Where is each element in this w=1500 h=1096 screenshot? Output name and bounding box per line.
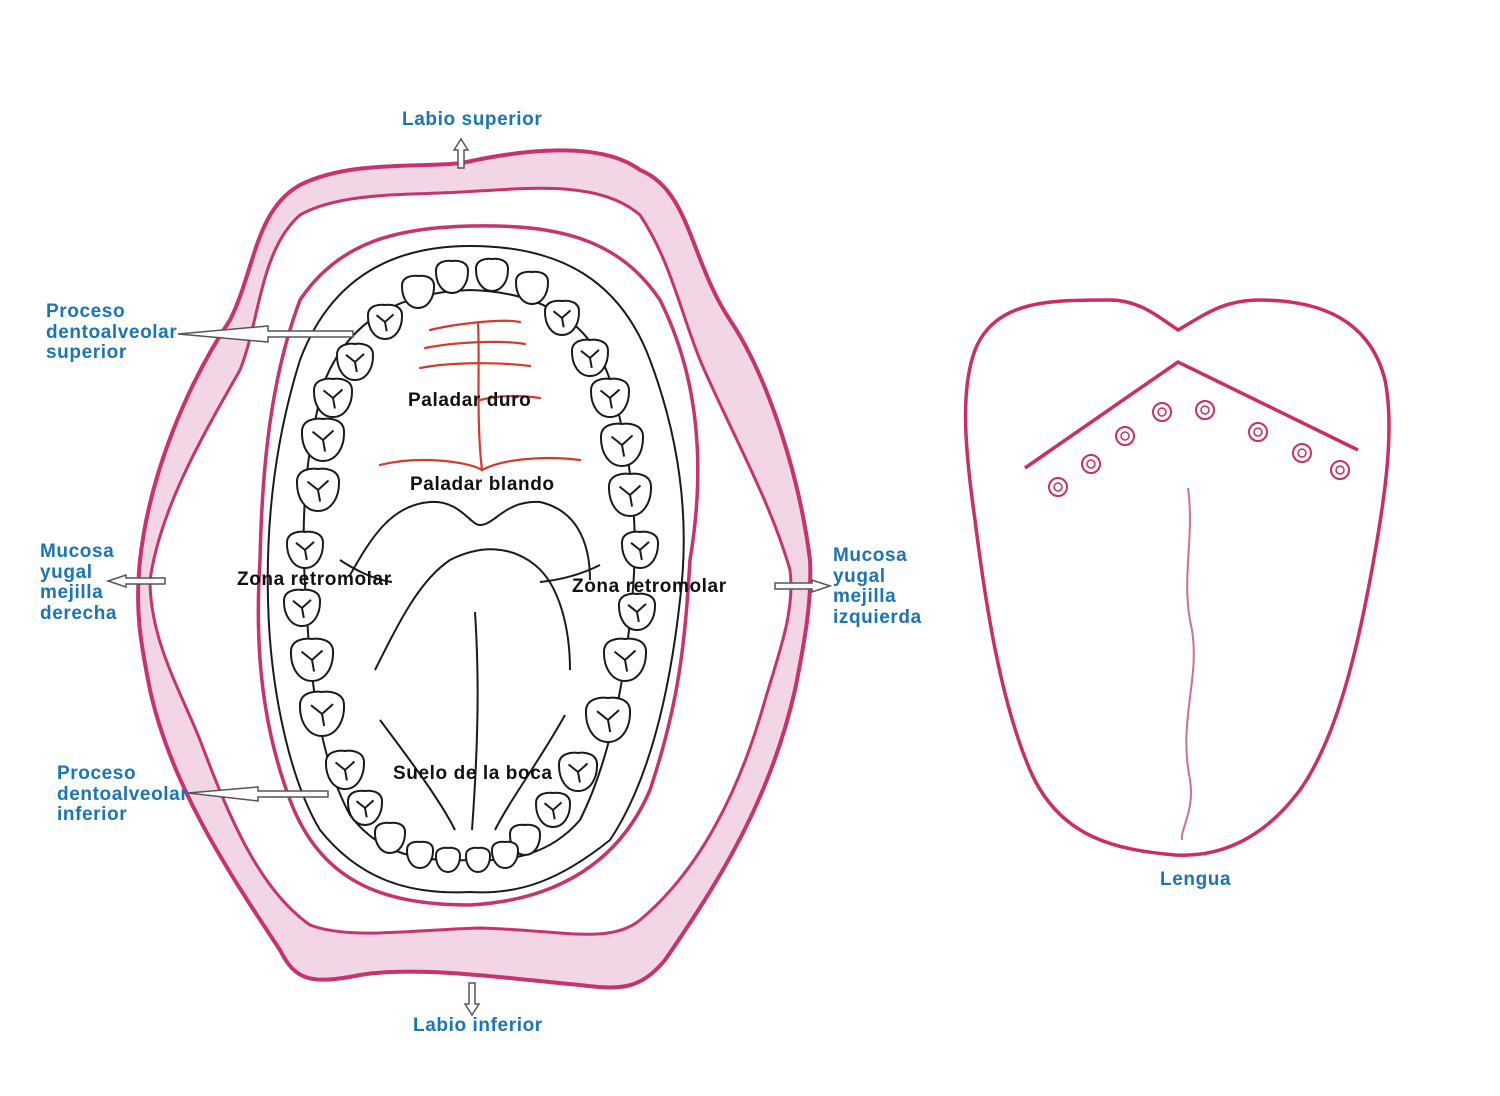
tongue-outline <box>963 298 1391 857</box>
label-lengua: Lengua <box>1160 869 1232 890</box>
label-paladar-duro: Paladar duro <box>408 390 532 411</box>
ruga-3 <box>418 362 532 370</box>
arrow-mucosa-izquierda <box>774 578 833 594</box>
tooth <box>400 274 436 310</box>
tooth-fissure <box>300 649 324 672</box>
label-labio-superior: Labio superior <box>402 109 543 130</box>
papilla-ring <box>1081 454 1101 474</box>
papilla-center <box>1253 427 1263 437</box>
frenulum-left <box>379 719 456 831</box>
tooth-fissure <box>310 703 334 727</box>
papillae-group <box>1048 400 1350 497</box>
frenulum-right <box>494 714 566 831</box>
label-paladar-blando: Paladar blando <box>410 474 555 495</box>
label-proceso-superior: Proceso dentoalveolar superior <box>46 301 178 363</box>
retromolar-lines <box>339 559 601 583</box>
tooth <box>434 846 462 874</box>
papilla-center <box>1053 482 1063 492</box>
tooth-fissure <box>311 429 335 452</box>
papilla-ring <box>1248 422 1268 442</box>
tooth <box>405 840 435 870</box>
tongue-illustration <box>963 298 1391 857</box>
label-proceso-inferior: Proceso dentoalveolar inferior <box>57 763 189 825</box>
tooth <box>373 821 407 855</box>
median-sulcus <box>1180 487 1195 841</box>
tooth-fissure <box>295 541 315 561</box>
tooth-fissure <box>375 313 395 332</box>
papilla-ring <box>1048 477 1068 497</box>
papilla-center <box>1200 405 1210 415</box>
tooth-fissure <box>567 762 589 783</box>
tooth-fissure <box>613 649 637 672</box>
tooth-fissure <box>599 388 621 409</box>
label-mucosa-izquierda: Mucosa yugal mejilla izquierda <box>833 545 922 628</box>
tooth-fissure <box>543 801 563 820</box>
ruga-1 <box>428 319 522 332</box>
palate-posterior-line <box>378 456 582 472</box>
tooth-fissure <box>627 603 647 623</box>
arch-outer-line <box>266 244 685 894</box>
papilla-ring <box>1152 402 1172 422</box>
arrow-proceso-inferior <box>187 786 329 802</box>
tooth <box>490 840 520 870</box>
papilla-center <box>1297 448 1307 458</box>
label-mucosa-derecha: Mucosa yugal mejilla derecha <box>40 541 118 624</box>
arrow-labio-superior <box>452 137 470 169</box>
label-suelo-boca: Suelo de la boca <box>393 763 553 784</box>
papilla-ring <box>1115 426 1135 446</box>
tooth-fissure <box>630 541 650 561</box>
retromolar-left-line <box>339 559 393 583</box>
tooth-fissure <box>618 484 642 507</box>
tooth <box>474 257 510 293</box>
label-zona-retromolar-right: Zona retromolar <box>572 576 727 597</box>
papilla-center <box>1086 459 1096 469</box>
sulcus-terminalis <box>1024 359 1359 470</box>
arrow-mucosa-derecha <box>105 573 166 589</box>
tooth-fissure <box>345 353 365 373</box>
papilla-center <box>1335 465 1345 475</box>
tooth-fissure <box>552 309 572 328</box>
papilla-center <box>1120 431 1130 441</box>
arrows <box>105 137 833 1017</box>
papilla-ring <box>1292 443 1312 463</box>
palate-rugae <box>378 319 582 472</box>
tooth-fissure <box>596 709 620 733</box>
tongue-dorsum-line <box>374 548 571 671</box>
tooth <box>514 270 550 306</box>
arrow-labio-inferior <box>463 982 481 1017</box>
papilla-ring <box>1330 460 1350 480</box>
tongue-midline <box>471 611 479 831</box>
tooth <box>434 259 470 295</box>
lips <box>136 148 813 990</box>
papilla-ring <box>1195 400 1215 420</box>
tooth-fissure <box>334 760 356 781</box>
soft-palate-line <box>349 500 591 581</box>
tooth-fissure <box>322 388 344 409</box>
tooth-fissure <box>306 479 330 502</box>
retromolar-right-line <box>539 564 601 583</box>
ruga-2 <box>423 340 527 350</box>
teeth-group <box>282 257 660 874</box>
tooth-fissure <box>580 349 600 369</box>
tooth-fissure <box>610 434 634 457</box>
papilla-center <box>1157 407 1167 417</box>
label-zona-retromolar-left: Zona retromolar <box>237 569 392 590</box>
tooth <box>464 846 492 874</box>
gum-ring <box>256 224 700 907</box>
tooth-fissure <box>292 599 312 619</box>
ruga-4 <box>478 394 542 402</box>
label-labio-inferior: Labio inferior <box>413 1015 543 1036</box>
tooth-fissure <box>355 799 375 818</box>
palate-midline <box>476 320 484 472</box>
arrow-proceso-superior <box>177 325 354 343</box>
